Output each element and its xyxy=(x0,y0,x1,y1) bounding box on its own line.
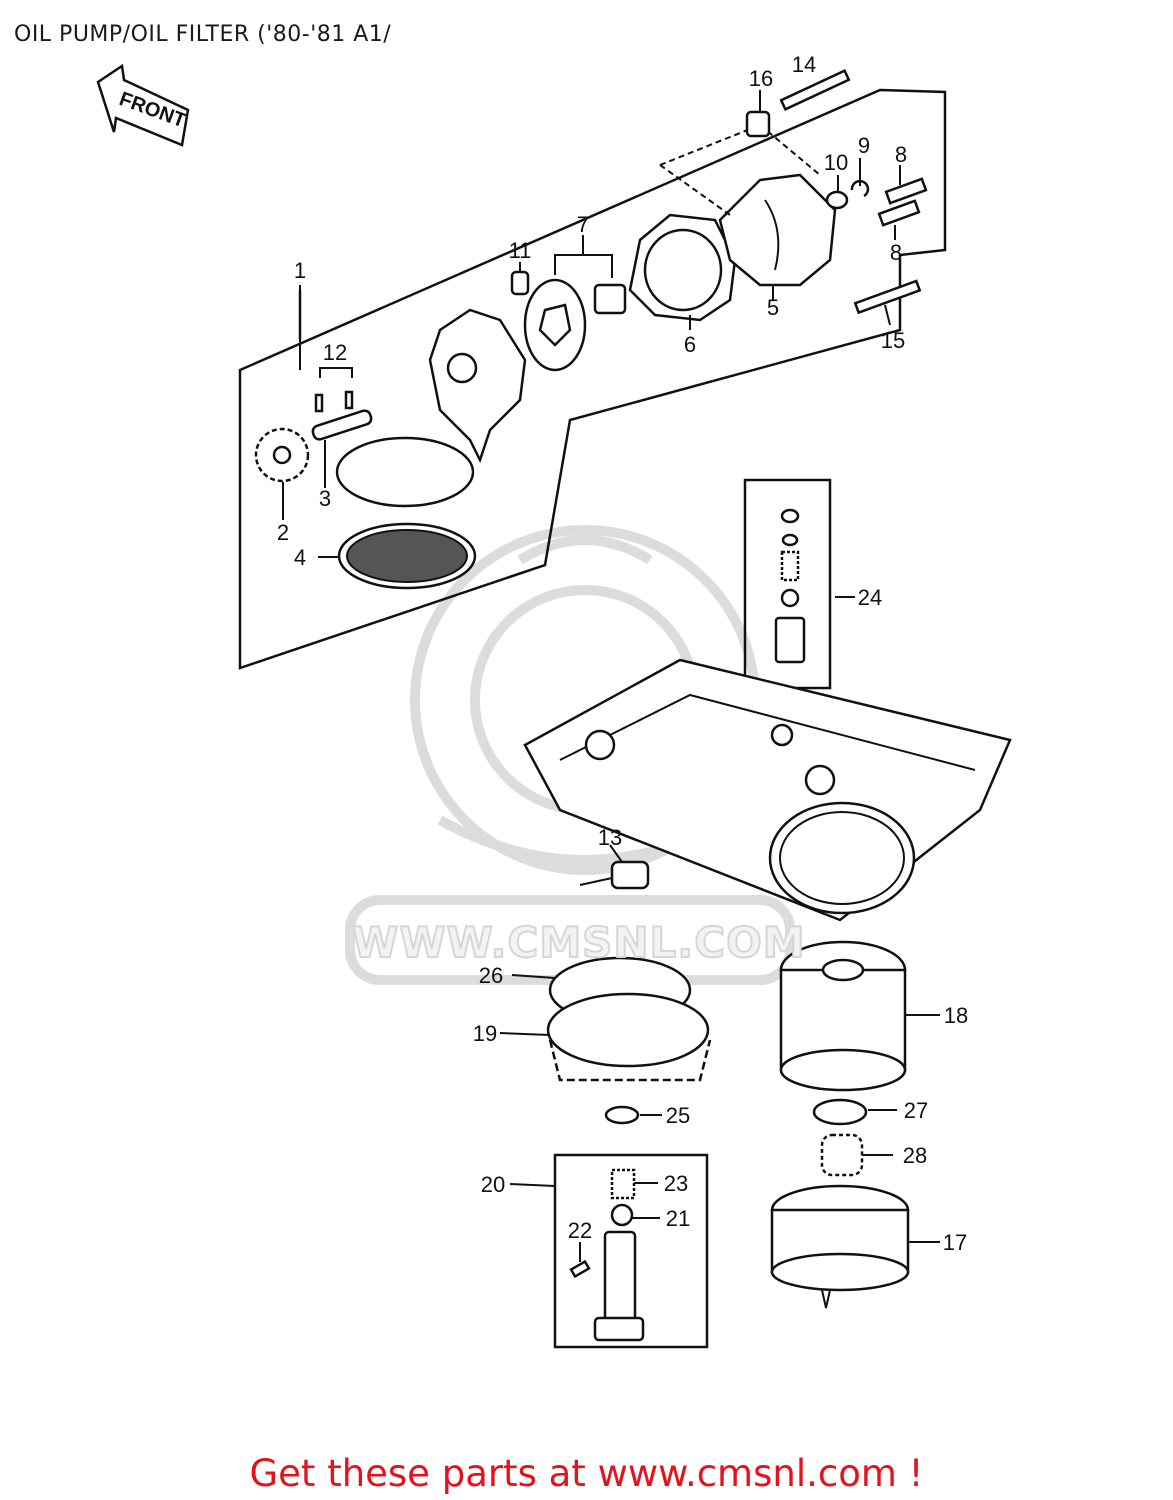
oil-pressure-switch xyxy=(579,860,650,890)
diagram-title: OIL PUMP/OIL FILTER ('80-'81 A1/ xyxy=(14,22,392,47)
callout-25: 25 xyxy=(666,1103,690,1128)
bypass-valve-parts xyxy=(569,1168,645,1342)
callout-16: 16 xyxy=(749,66,773,91)
circlip xyxy=(850,179,870,198)
callout-labels: 1 2 3 4 5 6 7 8 8 9 10 11 12 13 14 15 16… xyxy=(277,52,968,1255)
bolt xyxy=(853,279,922,315)
pump-rotor-set xyxy=(523,235,627,372)
watermark-text: WWW.CMSNL.COM xyxy=(351,917,806,968)
callout-24: 24 xyxy=(858,585,882,610)
callout-17: 17 xyxy=(943,1230,967,1255)
callout-10: 10 xyxy=(824,150,848,175)
callout-6: 6 xyxy=(684,332,696,357)
oil-pan xyxy=(523,658,1012,922)
callout-4: 4 xyxy=(294,545,306,570)
washer xyxy=(825,190,849,210)
oil-pump-gear xyxy=(254,427,310,483)
callout-14: 14 xyxy=(792,52,816,77)
callout-19: 19 xyxy=(473,1021,497,1046)
callout-27: 27 xyxy=(904,1098,928,1123)
oil-filter-element xyxy=(779,940,907,1092)
bolt xyxy=(779,69,851,111)
callout-28: 28 xyxy=(903,1143,927,1168)
oil-strainer-screen xyxy=(337,522,477,590)
relief-valve-parts xyxy=(774,508,806,664)
oil-pump-body xyxy=(335,308,527,508)
pump-cover xyxy=(718,173,837,287)
callout-8b: 8 xyxy=(890,240,902,265)
callout-23: 23 xyxy=(664,1171,688,1196)
callout-18: 18 xyxy=(944,1003,968,1028)
callout-2: 2 xyxy=(277,520,289,545)
pump-cover-gasket xyxy=(628,213,737,322)
dowel-pin xyxy=(344,390,354,410)
callout-15: 15 xyxy=(881,328,905,353)
callout-5: 5 xyxy=(767,295,779,320)
spring xyxy=(820,1133,864,1177)
callout-26: 26 xyxy=(479,963,503,988)
callout-1: 1 xyxy=(294,258,306,283)
leader-lines xyxy=(282,90,940,1262)
callout-20: 20 xyxy=(481,1172,505,1197)
collar xyxy=(745,110,771,138)
o-ring xyxy=(604,1105,640,1125)
callout-13: 13 xyxy=(598,825,622,850)
dowel-pin xyxy=(314,393,324,413)
callout-3: 3 xyxy=(319,486,331,511)
callout-11: 11 xyxy=(509,238,532,263)
callout-8a: 8 xyxy=(895,142,907,167)
bolt xyxy=(884,177,928,205)
knock-pin xyxy=(510,270,530,296)
callout-21: 21 xyxy=(666,1206,690,1231)
callout-12: 12 xyxy=(323,340,347,365)
front-arrow-icon: FRONT xyxy=(96,63,190,147)
callout-9: 9 xyxy=(858,133,870,158)
oil-pump-assembly-outline xyxy=(238,88,947,670)
pump-shaft xyxy=(311,409,373,441)
callout-7: 7 xyxy=(577,212,589,237)
filter-housing xyxy=(770,1184,910,1292)
bolt xyxy=(877,199,921,227)
callout-22: 22 xyxy=(568,1218,592,1243)
filter-cover-ring xyxy=(546,992,712,1082)
bypass-valve-box xyxy=(553,1153,709,1349)
cta-link[interactable]: Get these parts at www.cmsnl.com ! xyxy=(249,1452,924,1495)
washer xyxy=(812,1098,868,1126)
